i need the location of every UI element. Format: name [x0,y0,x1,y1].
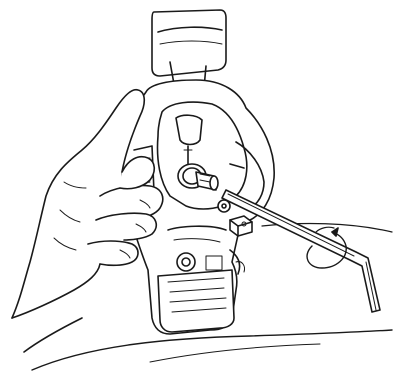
hex-key [222,190,380,312]
small-square-nut [230,216,252,236]
top-pad [152,10,226,88]
